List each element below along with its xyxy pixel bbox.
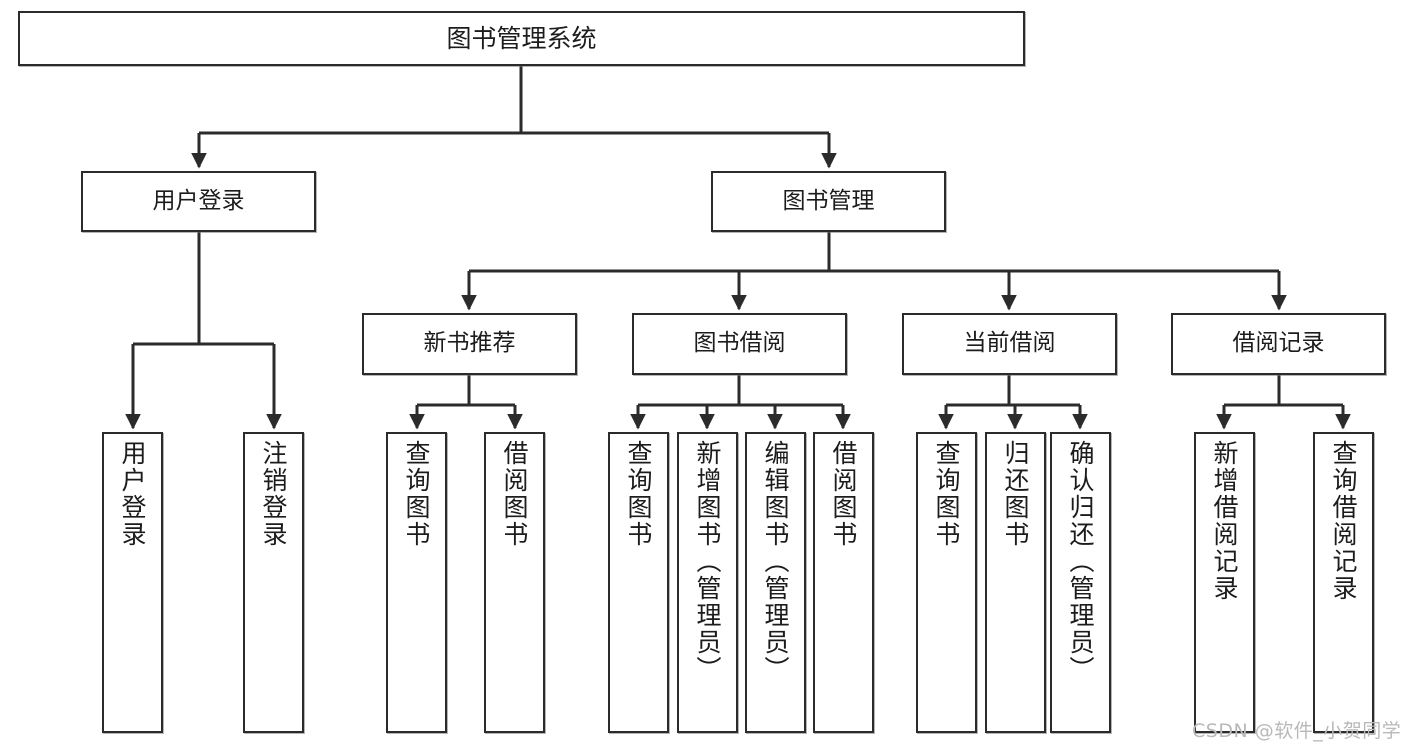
node-user-login[interactable]: 用户登录 [81, 171, 316, 232]
node-new-book-recommend-label: 新书推荐 [423, 330, 516, 357]
node-leaf-bb-edit-book-label: 编辑图书（管理员） [761, 440, 790, 683]
node-book-borrow[interactable]: 图书借阅 [632, 313, 847, 375]
node-leaf-cb-query-book[interactable]: 查询图书 [916, 432, 977, 733]
node-root-label: 图书管理系统 [446, 23, 597, 53]
node-leaf-br-add-record[interactable]: 新增借阅记录 [1194, 432, 1255, 733]
node-leaf-cb-query-book-label: 查询图书 [932, 440, 961, 548]
node-leaf-bb-add-book-label: 新增图书（管理员） [693, 440, 722, 683]
node-book-management-label: 图书管理 [782, 187, 875, 214]
node-new-book-recommend[interactable]: 新书推荐 [362, 313, 577, 375]
node-leaf-user-login-label: 用户登录 [118, 440, 147, 548]
node-leaf-nbr-query-book[interactable]: 查询图书 [386, 432, 447, 733]
node-leaf-nbr-query-book-label: 查询图书 [402, 440, 431, 548]
node-borrow-record[interactable]: 借阅记录 [1171, 313, 1386, 375]
node-leaf-cb-confirm-return[interactable]: 确认归还（管理员） [1050, 432, 1111, 733]
node-leaf-bb-query-book-label: 查询图书 [624, 440, 653, 548]
node-leaf-bb-query-book[interactable]: 查询图书 [608, 432, 669, 733]
node-leaf-logout-label: 注销登录 [259, 440, 288, 548]
node-leaf-bb-add-book[interactable]: 新增图书（管理员） [677, 432, 738, 733]
node-leaf-nbr-borrow-book[interactable]: 借阅图书 [484, 432, 545, 733]
csdn-watermark: CSDN @软件_小贺同学 [1192, 720, 1402, 742]
node-leaf-bb-borrow-book[interactable]: 借阅图书 [813, 432, 874, 733]
node-borrow-record-label: 借阅记录 [1232, 330, 1325, 357]
node-user-login-label: 用户登录 [152, 187, 245, 214]
node-leaf-logout[interactable]: 注销登录 [243, 432, 304, 733]
node-book-management[interactable]: 图书管理 [711, 171, 946, 232]
node-leaf-bb-borrow-book-label: 借阅图书 [829, 440, 858, 548]
node-leaf-cb-return-book[interactable]: 归还图书 [985, 432, 1046, 733]
node-leaf-cb-confirm-return-label: 确认归还（管理员） [1066, 440, 1095, 683]
node-book-borrow-label: 图书借阅 [693, 330, 786, 357]
node-leaf-nbr-borrow-book-label: 借阅图书 [500, 440, 529, 548]
node-leaf-bb-edit-book[interactable]: 编辑图书（管理员） [745, 432, 806, 733]
node-leaf-br-query-record[interactable]: 查询借阅记录 [1313, 432, 1374, 733]
node-current-borrow[interactable]: 当前借阅 [902, 313, 1117, 375]
node-root[interactable]: 图书管理系统 [18, 11, 1025, 66]
node-leaf-cb-return-book-label: 归还图书 [1001, 440, 1030, 548]
node-current-borrow-label: 当前借阅 [963, 330, 1056, 357]
node-leaf-br-add-record-label: 新增借阅记录 [1210, 440, 1239, 602]
node-leaf-br-query-record-label: 查询借阅记录 [1329, 440, 1358, 602]
node-leaf-user-login[interactable]: 用户登录 [102, 432, 163, 733]
